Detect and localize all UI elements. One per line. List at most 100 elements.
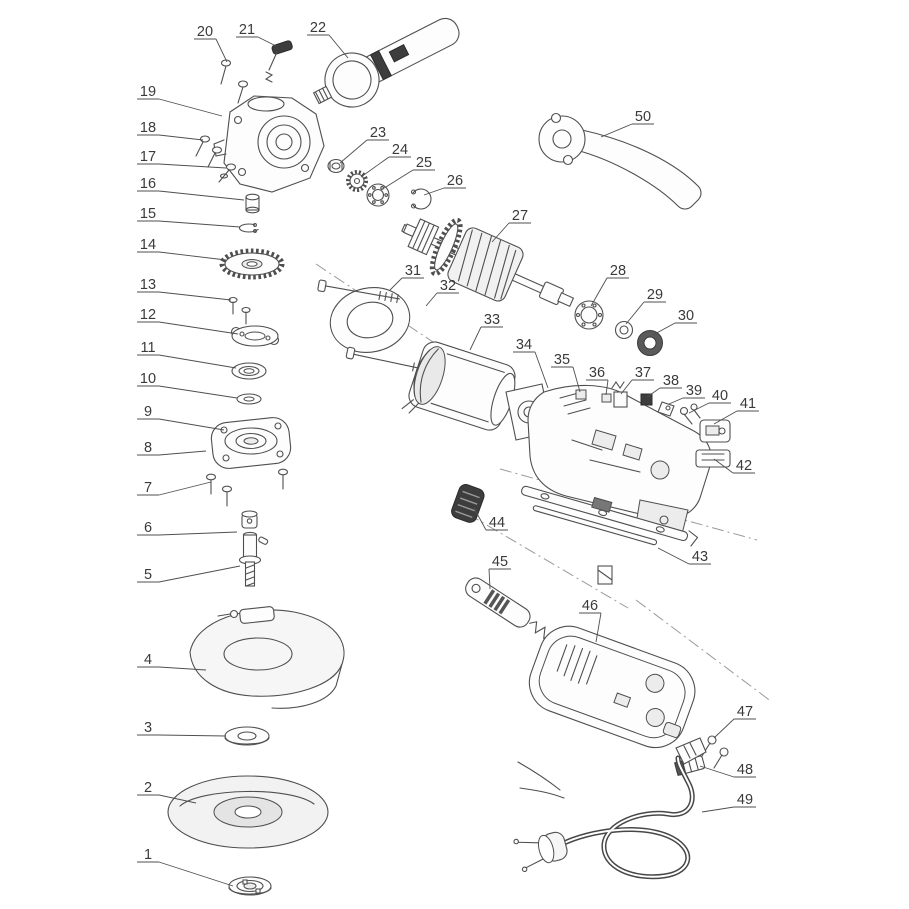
part-callout-44: 44: [473, 507, 508, 531]
flange-screws-drawing: [195, 135, 237, 183]
part-callout-3: 3: [137, 720, 227, 737]
part-number: 23: [370, 125, 386, 141]
part-callout-15: 15: [137, 206, 241, 228]
part-number: 22: [310, 20, 326, 36]
part-number: 3: [144, 720, 152, 736]
part-number: 27: [512, 208, 528, 224]
grinding-disc-drawing: [167, 775, 329, 849]
part-number: 34: [516, 337, 532, 353]
part-callout-35: 35: [551, 352, 581, 393]
part-number: 44: [489, 515, 505, 531]
part-number: 35: [554, 352, 570, 368]
part-callout-49: 49: [701, 792, 756, 813]
part-number: 43: [692, 549, 708, 565]
part-callout-10: 10: [137, 371, 238, 399]
part-callout-20: 20: [194, 24, 228, 63]
bearing-flange-plate-drawing: [210, 417, 292, 469]
part-number: 6: [144, 520, 152, 536]
washer-drawing: [236, 393, 262, 405]
side-handle-drawing: [312, 17, 460, 108]
part-number: 7: [144, 480, 152, 496]
part-number: 29: [647, 287, 663, 303]
gear-screws-drawing: [228, 296, 251, 325]
brush-block-drawing: [597, 565, 613, 585]
part-callout-11: 11: [137, 340, 237, 369]
part-number: 50: [635, 109, 651, 125]
part-number: 12: [140, 307, 156, 323]
part-number: 40: [712, 388, 728, 404]
front-bearing-drawing: [366, 183, 390, 207]
part-number: 47: [737, 704, 753, 720]
part-callout-43: 43: [657, 547, 711, 565]
switch-screws-drawing: [679, 403, 701, 425]
part-callout-4: 4: [137, 652, 207, 671]
part-callout-2: 2: [137, 780, 197, 804]
part-callout-23: 23: [339, 125, 389, 164]
part-callout-18: 18: [137, 120, 204, 141]
part-number: 30: [678, 308, 694, 324]
part-number: 31: [405, 263, 421, 279]
brand-logo: [388, 44, 410, 63]
part-callout-13: 13: [137, 277, 232, 301]
part-callout-46: 46: [579, 598, 602, 643]
part-number: 1: [144, 847, 152, 863]
part-callout-30: 30: [652, 308, 697, 336]
part-callout-24: 24: [360, 142, 411, 178]
part-callout-27: 27: [491, 208, 531, 243]
part-callout-12: 12: [137, 307, 239, 335]
part-number: 14: [140, 237, 156, 253]
part-callout-31: 31: [389, 263, 424, 291]
part-number: 48: [737, 762, 753, 778]
part-callout-34: 34: [513, 337, 549, 389]
part-callout-32: 32: [425, 278, 459, 307]
part-callout-28: 28: [590, 263, 629, 307]
part-number: 24: [392, 142, 408, 158]
armature-rotor-drawing: [401, 217, 575, 308]
adjusting-ring-drawing: [329, 287, 411, 353]
part-number: 17: [140, 149, 156, 165]
part-callout-16: 16: [137, 176, 245, 201]
power-cord-drawing: [513, 737, 707, 880]
gear-housing-drawing: [213, 95, 325, 193]
switch-block-drawing: [699, 419, 731, 443]
bevel-pinion-drawing: [346, 170, 368, 192]
part-callout-42: 42: [713, 458, 755, 474]
part-number: 11: [140, 340, 155, 356]
part-callout-6: 6: [137, 520, 238, 536]
part-callout-22: 22: [307, 20, 349, 59]
part-number: 32: [440, 278, 456, 294]
part-callout-48: 48: [699, 762, 756, 778]
part-number: 33: [484, 312, 500, 328]
circlip-drawing: [238, 223, 261, 233]
part-number: 36: [589, 365, 605, 381]
part-callout-45: 45: [488, 554, 511, 590]
brush-holder-drawing: [611, 381, 628, 408]
part-number: 45: [492, 554, 508, 570]
stator-screw-1-drawing: [317, 279, 400, 304]
part-callout-29: 29: [625, 287, 666, 325]
part-number: 15: [140, 206, 156, 222]
part-callout-14: 14: [137, 237, 227, 261]
plate-screws-drawing: [205, 468, 289, 507]
part-number: 46: [582, 598, 598, 614]
part-number: 4: [144, 652, 152, 668]
part-number: 5: [144, 567, 152, 583]
part-callout-19: 19: [137, 84, 223, 117]
part-callout-17: 17: [137, 149, 227, 169]
part-number: 9: [144, 404, 152, 420]
part-number: 49: [737, 792, 753, 808]
part-callout-7: 7: [137, 480, 212, 496]
part-callout-5: 5: [137, 565, 241, 583]
part-number: 19: [140, 84, 156, 100]
retaining-ring-drawing: [410, 188, 432, 210]
clamp-nut-drawing: [228, 876, 272, 896]
part-callout-41: 41: [713, 396, 759, 425]
part-callout-38: 38: [646, 373, 682, 398]
part-number: 39: [686, 383, 702, 399]
part-number: 20: [197, 24, 213, 40]
part-callout-39: 39: [668, 383, 705, 405]
part-callout-25: 25: [380, 155, 435, 191]
slider-assembly-drawing: [465, 577, 551, 640]
